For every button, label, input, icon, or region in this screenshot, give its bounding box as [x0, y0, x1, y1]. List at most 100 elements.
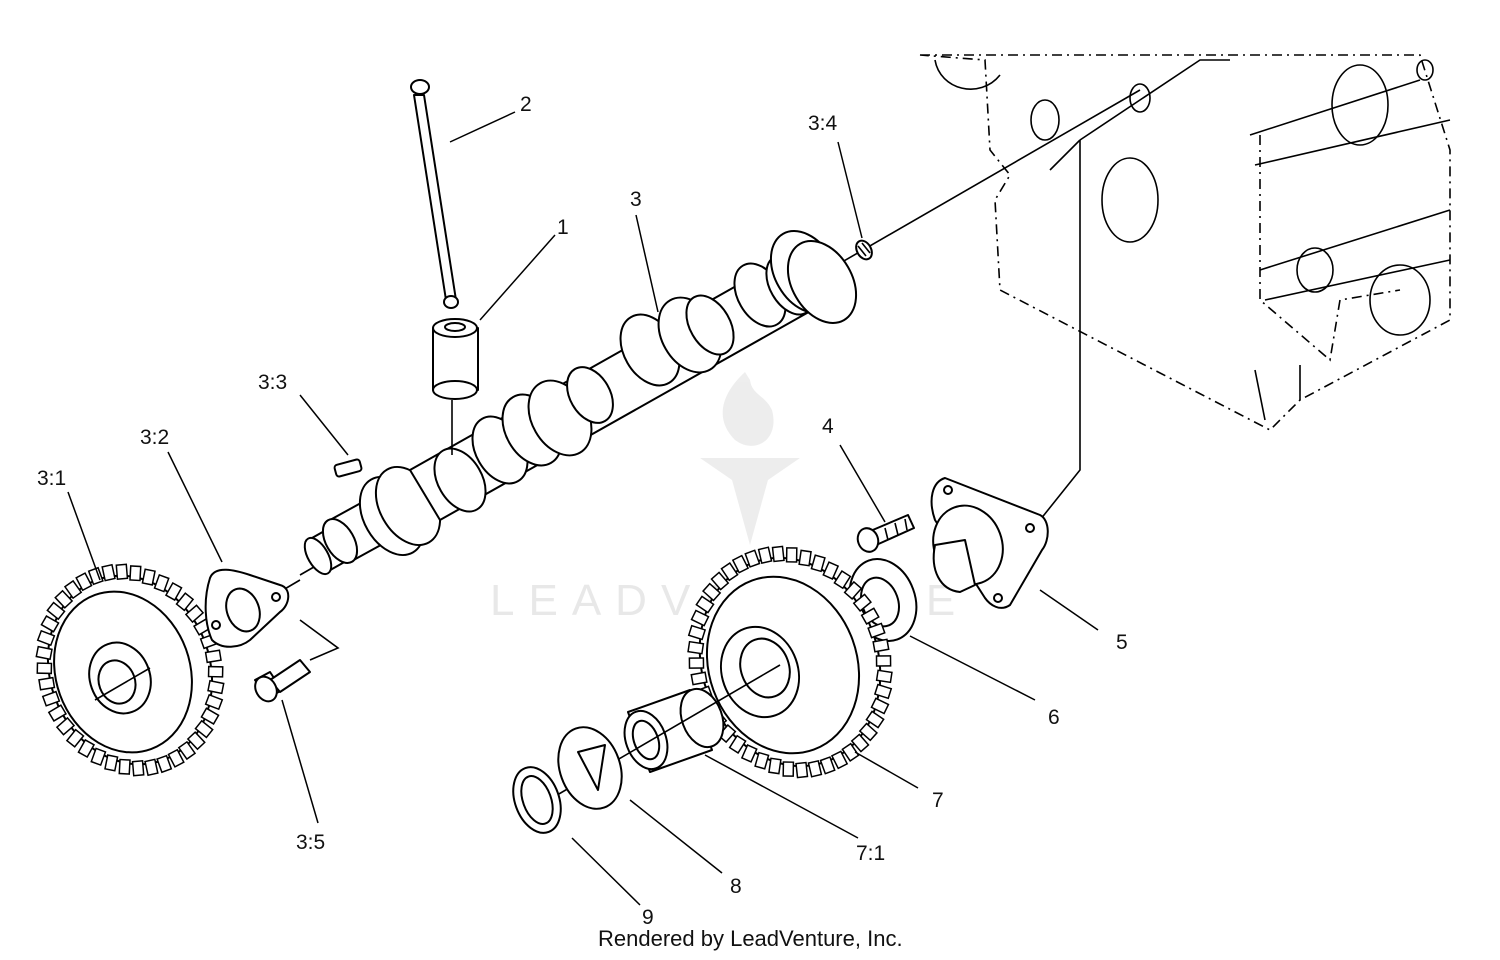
tappet	[432, 318, 479, 455]
leader-lines	[67, 111, 1099, 906]
callout-5: 5	[1116, 631, 1128, 654]
gear-tooth	[184, 604, 205, 624]
gear-tooth	[36, 662, 53, 675]
gear-tooth	[830, 750, 849, 770]
callout-8: 8	[730, 875, 742, 898]
gear-tooth	[720, 562, 739, 582]
gear-teeth-3-1	[35, 563, 225, 777]
gear-tooth	[865, 710, 885, 729]
thrust-washer-8	[557, 726, 623, 810]
gear-tooth	[798, 549, 812, 567]
gear-tooth	[200, 707, 220, 725]
gear-tooth	[870, 697, 890, 715]
gear-tooth	[687, 624, 707, 641]
gear-tooth	[819, 756, 836, 775]
gear-tooth	[740, 744, 758, 763]
gear-tooth	[785, 547, 798, 563]
callout-7-1: 7:1	[856, 842, 885, 865]
camshaft	[303, 230, 858, 576]
gear-tooth	[115, 563, 129, 580]
footer-credit: Rendered by LeadVenture, Inc.	[598, 926, 903, 951]
gear-tooth	[873, 683, 893, 700]
callout-labels: 2 1 3 3:4 3:3 3:2 3:1 3:5 4 5 6 7 7:1 8 …	[37, 93, 1128, 929]
gear-tooth	[167, 748, 185, 768]
gear-tooth	[153, 573, 170, 593]
gear-tooth	[65, 728, 85, 748]
gear-tooth	[795, 761, 809, 779]
bolt-3-5	[254, 619, 340, 703]
callout-6: 6	[1048, 706, 1060, 729]
callout-1: 1	[557, 216, 569, 239]
gear-tooth	[872, 638, 890, 653]
gear-tooth	[118, 758, 131, 775]
gear-tooth	[104, 754, 119, 772]
gear-tooth	[875, 655, 892, 667]
callout-3-2: 3:2	[140, 426, 169, 449]
gear-tooth	[164, 581, 183, 602]
plug-3-4	[855, 239, 873, 261]
gear-tooth	[710, 571, 730, 591]
gear-tooth	[771, 545, 785, 563]
snap-ring	[512, 766, 562, 834]
gear-tooth	[186, 731, 206, 751]
gear-tooth	[131, 760, 145, 777]
gear-tooth	[36, 629, 56, 647]
gear-tooth	[101, 563, 116, 582]
gear-tooth	[754, 751, 770, 770]
gear-tooth	[858, 722, 879, 742]
gear-tooth	[822, 561, 840, 580]
callout-2: 2	[520, 93, 532, 116]
gear-tooth	[63, 579, 83, 600]
callout-4: 4	[822, 415, 834, 438]
gear-tooth	[860, 607, 880, 625]
gear-tooth	[757, 546, 773, 565]
gear-tooth	[54, 589, 74, 609]
gear-tooth	[194, 719, 214, 739]
gear-tooth	[177, 740, 197, 761]
gear-tooth	[875, 669, 893, 684]
gear-tooth	[731, 554, 750, 574]
gear-tooth	[690, 609, 710, 627]
engine-block	[919, 54, 1451, 521]
gear-tooth	[690, 671, 708, 686]
gear-tooth	[768, 757, 782, 775]
gear-tooth	[129, 565, 142, 582]
gear-tooth	[141, 568, 156, 586]
gear-teeth-7	[687, 545, 893, 779]
gear-tooth	[41, 690, 61, 707]
callout-3-5: 3:5	[296, 831, 325, 854]
woodruff-key	[333, 458, 363, 478]
gear-tooth	[55, 716, 76, 736]
gear-tooth	[843, 580, 863, 601]
callout-3: 3	[630, 188, 642, 211]
gear-tooth	[204, 649, 222, 664]
gear-tooth	[144, 758, 159, 777]
idler-shaft-housing	[930, 477, 1049, 609]
callout-3-1: 3:1	[37, 467, 66, 490]
gear-tooth	[850, 733, 870, 753]
gear-tooth	[833, 570, 852, 590]
gear-tooth	[841, 742, 860, 762]
gear-tooth	[810, 554, 826, 573]
callout-3-4: 3:4	[808, 112, 838, 135]
gear-tooth	[867, 622, 886, 639]
thrust-plate	[204, 568, 290, 648]
gear-tooth	[687, 640, 705, 655]
gear-tooth	[701, 582, 722, 602]
gear-tooth	[207, 665, 224, 678]
bolt-4	[856, 514, 915, 553]
gear-tooth	[90, 747, 107, 767]
gear-tooth	[175, 592, 195, 612]
gear-tooth	[204, 693, 224, 711]
gear-tooth	[77, 738, 96, 759]
gear-tooth	[852, 593, 872, 613]
callout-7: 7	[932, 789, 944, 812]
push-rod	[410, 79, 459, 309]
gear-tooth	[47, 704, 67, 722]
gear-tooth	[75, 572, 93, 592]
gear-tooth	[35, 645, 53, 661]
callout-9: 9	[642, 906, 654, 929]
gear-tooth	[40, 615, 60, 633]
gear-tooth	[744, 549, 761, 568]
